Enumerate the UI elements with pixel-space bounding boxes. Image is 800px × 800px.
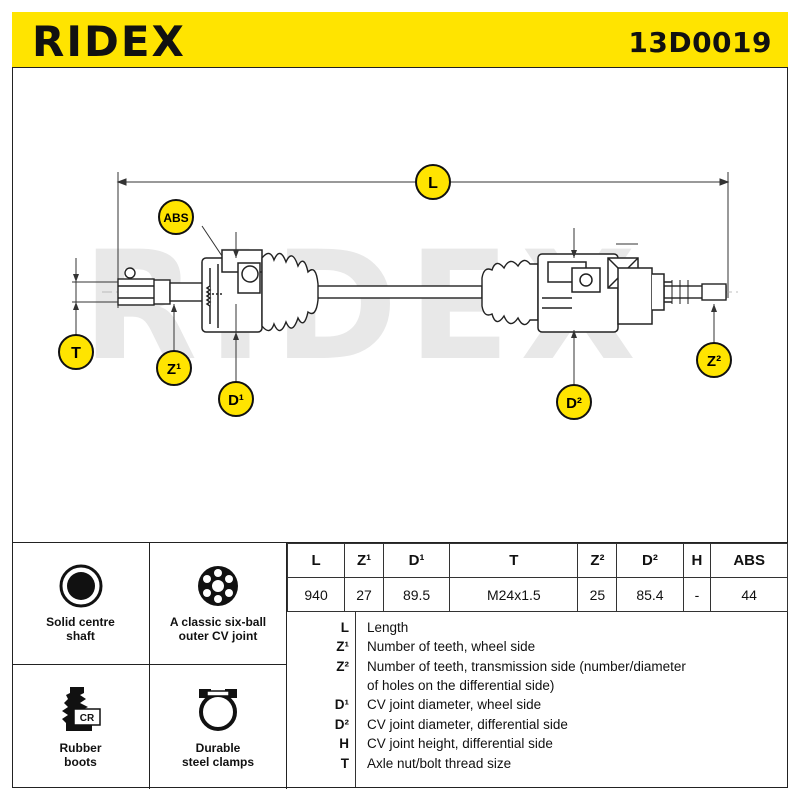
spec-section: Solid centre shaft A classic six-ball ou… bbox=[12, 542, 788, 789]
spec-header-cell: Z² bbox=[577, 543, 618, 578]
feature-label-line2: shaft bbox=[66, 629, 95, 643]
legend-key: H bbox=[339, 736, 349, 751]
solid-shaft-icon bbox=[59, 564, 102, 608]
inner-cv-joint bbox=[537, 253, 672, 333]
drive-shaft-drawing: RIDEX L bbox=[58, 164, 742, 420]
legend: L Length Z¹ Number of teeth, wheel side … bbox=[287, 611, 788, 787]
legend-text: Axle nut/bolt thread size bbox=[367, 756, 512, 771]
spec-table: L Z¹ D¹ T Z² D² H ABS 940 27 89.5 M24x1.… bbox=[286, 543, 788, 612]
feature-steel-clamps: Durable steel clamps bbox=[150, 665, 287, 789]
feature-label-line1: Solid centre bbox=[46, 615, 115, 629]
part-number: 13D0019 bbox=[628, 26, 772, 59]
legend-item: L Length bbox=[287, 620, 788, 639]
svg-text:Z²: Z² bbox=[707, 353, 721, 370]
spec-value-cell: 25 bbox=[577, 577, 618, 612]
badge-ABS: ABS bbox=[158, 199, 194, 235]
svg-text:T: T bbox=[71, 345, 81, 362]
spec-header-cell: H bbox=[682, 543, 712, 578]
ridex-logo: RIDEX bbox=[32, 18, 186, 62]
legend-text: Number of teeth, wheel side bbox=[367, 639, 536, 654]
spec-header-cell: D¹ bbox=[382, 543, 451, 578]
spec-header-cell: ABS bbox=[710, 543, 788, 578]
badge-T: T bbox=[58, 334, 94, 370]
legend-item: of holes on the differential side) bbox=[287, 678, 788, 697]
feature-rubber-boots: CR Rubber boots bbox=[12, 665, 150, 789]
spec-value-cell: - bbox=[682, 577, 712, 612]
svg-text:ABS: ABS bbox=[163, 211, 188, 225]
legend-item: D¹ CV joint diameter, wheel side bbox=[287, 697, 788, 716]
outer-boot bbox=[261, 252, 319, 332]
legend-text: CV joint diameter, differential side bbox=[367, 717, 568, 732]
spec-header-row: L Z¹ D¹ T Z² D² H ABS bbox=[286, 543, 788, 578]
badge-L: L bbox=[415, 164, 451, 200]
legend-item: Z² Number of teeth, transmission side (n… bbox=[287, 659, 788, 678]
svg-text:D¹: D¹ bbox=[228, 392, 244, 409]
legend-text: of holes on the differential side) bbox=[367, 678, 555, 693]
legend-key: Z¹ bbox=[336, 639, 349, 654]
spec-value-cell: 85.4 bbox=[616, 577, 684, 612]
badge-Z1: Z¹ bbox=[156, 350, 192, 386]
legend-text: Number of teeth, transmission side (numb… bbox=[367, 659, 686, 674]
legend-key: L bbox=[340, 620, 349, 635]
legend-item: Z¹ Number of teeth, wheel side bbox=[287, 639, 788, 658]
legend-item: D² CV joint diameter, differential side bbox=[287, 717, 788, 736]
legend-key: Z² bbox=[336, 659, 349, 674]
wheel-nut bbox=[117, 267, 155, 306]
inner-boot bbox=[481, 259, 539, 326]
spec-value-row: 940 27 89.5 M24x1.5 25 85.4 - 44 bbox=[286, 577, 788, 612]
feature-label-line2: boots bbox=[64, 755, 97, 769]
spec-value-cell: 940 bbox=[286, 577, 346, 612]
spec-value-cell: 27 bbox=[344, 577, 384, 612]
badge-D2: D² bbox=[556, 384, 592, 420]
legend-item: H CV joint height, differential side bbox=[287, 736, 788, 755]
legend-key: T bbox=[340, 756, 349, 771]
legend-item: T Axle nut/bolt thread size bbox=[287, 756, 788, 775]
spec-value-cell: 89.5 bbox=[382, 577, 451, 612]
outer-cv-joint bbox=[201, 249, 263, 333]
legend-text: CV joint height, differential side bbox=[367, 736, 553, 751]
legend-text: CV joint diameter, wheel side bbox=[367, 697, 542, 712]
header-bar: RIDEX 13D0019 bbox=[12, 12, 788, 68]
svg-text:D²: D² bbox=[566, 395, 582, 412]
feature-label-line2: steel clamps bbox=[181, 755, 255, 769]
spec-value-cell: 44 bbox=[710, 577, 788, 612]
svg-text:L: L bbox=[428, 175, 438, 192]
feature-label-line1: Rubber bbox=[59, 741, 102, 755]
feature-six-ball-joint: A classic six-ball outer CV joint bbox=[150, 543, 287, 665]
brand-logo-text: RIDEX bbox=[32, 18, 186, 62]
steel-clamp-icon bbox=[199, 689, 237, 731]
spec-header-cell: D² bbox=[616, 543, 684, 578]
rubber-badge-text: CR bbox=[79, 713, 94, 724]
badge-D1: D¹ bbox=[218, 381, 254, 417]
spec-header-cell: Z¹ bbox=[344, 543, 384, 578]
feature-label-line1: A classic six-ball bbox=[169, 615, 267, 629]
legend-key: D¹ bbox=[334, 697, 349, 712]
legend-text: Length bbox=[367, 620, 409, 635]
spec-value-cell: M24x1.5 bbox=[449, 577, 579, 612]
feature-solid-shaft: Solid centre shaft bbox=[12, 543, 150, 665]
legend-divider bbox=[355, 611, 356, 787]
arrow-heads bbox=[73, 250, 717, 340]
shaft-spline-right bbox=[671, 280, 689, 304]
feature-label-line2: outer CV joint bbox=[178, 629, 258, 643]
rubber-boot-icon: CR bbox=[61, 687, 101, 731]
svg-text:Z¹: Z¹ bbox=[167, 361, 181, 378]
feature-label-line1: Durable bbox=[195, 741, 241, 755]
spec-header-cell: L bbox=[286, 543, 346, 578]
badge-Z2: Z² bbox=[696, 342, 732, 378]
spec-header-cell: T bbox=[449, 543, 579, 578]
legend-key: D² bbox=[334, 717, 349, 732]
six-ball-joint-icon bbox=[198, 566, 238, 606]
